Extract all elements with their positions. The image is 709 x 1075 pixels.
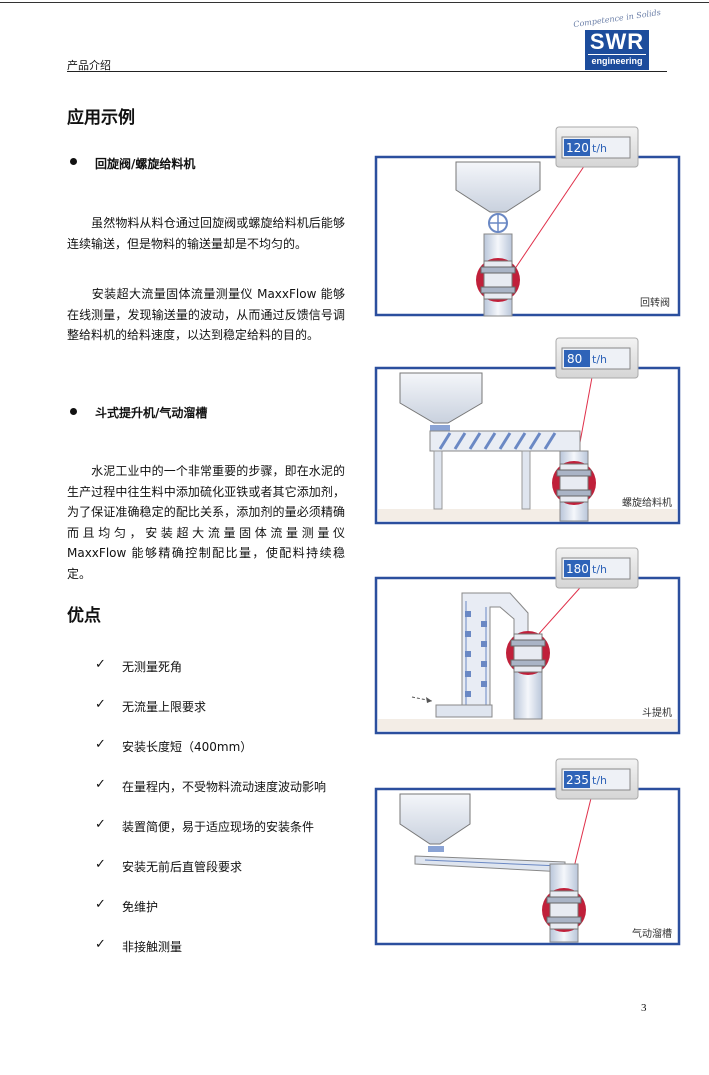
check-icon: ✓	[95, 937, 106, 952]
application-paragraph: 安装超大流量固体流量测量仪 MaxxFlow 能够在线测量，发现输送量的波动，从…	[67, 287, 345, 342]
display-unit: 80 t/h	[555, 337, 639, 379]
display-unit-label: t/h	[592, 353, 607, 366]
application-title-2: 斗式提升机/气动溜槽	[95, 406, 208, 420]
logo-sub-text: engineering	[588, 54, 646, 67]
flowmeter-sensor	[476, 258, 520, 302]
flowmeter-sensor	[542, 888, 586, 932]
diagram-frame	[374, 155, 681, 317]
display-unit-label: t/h	[592, 563, 607, 576]
diagram-caption: 螺旋给料机	[622, 496, 672, 509]
check-icon: ✓	[95, 897, 106, 912]
check-icon: ✓	[95, 817, 106, 832]
application-title-1: 回旋阀/螺旋给料机	[95, 157, 196, 171]
advantages-heading: 优点	[67, 606, 101, 626]
display-unit: 235 t/h	[555, 758, 639, 800]
application-paragraph: 水泥工业中的一个非常重要的步骤，即在水泥的生产过程中往生料中添加硫化亚铁或者其它…	[67, 464, 345, 581]
hopper	[399, 793, 471, 845]
swr-logo: SWR engineering	[585, 30, 649, 70]
display-unit: 180 t/h	[555, 547, 639, 589]
display-value: 120	[566, 141, 589, 155]
header-section-label: 产品介绍	[67, 59, 111, 72]
bullet-dot	[70, 158, 77, 165]
diagram-screw-feeder: 80 t/h 螺旋给料机	[374, 337, 681, 525]
check-icon: ✓	[95, 737, 106, 752]
advantage-item: 免维护	[122, 900, 159, 914]
diagram-air-slide: 235 t/h 气动溜槽	[374, 758, 681, 946]
logo-main-text: SWR	[589, 29, 645, 54]
advantage-item: 安装长度短（400mm）	[122, 740, 253, 754]
floor	[378, 509, 677, 521]
check-icon: ✓	[95, 857, 106, 872]
diagram-bucket-elevator: 180 t/h 斗提机	[374, 547, 681, 735]
application-diagrams: 120 t/h 回转阀 80 t/h	[374, 126, 681, 946]
hopper	[455, 161, 541, 213]
header-rule	[67, 71, 667, 72]
check-icon: ✓	[95, 777, 106, 792]
floor	[378, 719, 677, 731]
display-value: 235	[566, 773, 589, 787]
hopper	[399, 372, 483, 424]
advantage-item: 装置简便，易于适应现场的安装条件	[122, 820, 315, 834]
display-unit-label: t/h	[592, 774, 607, 787]
diagram-rotary-valve: 120 t/h 回转阀	[374, 126, 681, 317]
logo-tagline: Competence in Solids	[572, 7, 662, 30]
advantage-item: 非接触测量	[122, 940, 183, 954]
advantage-item: 无测量死角	[122, 660, 183, 674]
bullet-dot	[70, 408, 77, 415]
signal-line	[501, 149, 596, 289]
check-icon: ✓	[95, 697, 106, 712]
display-value: 80	[567, 352, 582, 366]
flowmeter-sensor	[552, 461, 596, 505]
display-unit: 120 t/h	[555, 126, 639, 168]
diagram-caption: 气动溜槽	[632, 927, 672, 940]
advantage-item: 无流量上限要求	[122, 700, 207, 714]
top-rule	[0, 2, 709, 3]
flowmeter-sensor	[506, 631, 550, 675]
check-icon: ✓	[95, 657, 106, 672]
advantage-item: 在量程内，不受物料流动速度波动影响	[122, 780, 327, 794]
application-paragraph: 虽然物料从料仓通过回旋阀或螺旋给料机后能够连续输送，但是物料的输送量却是不均匀的…	[67, 216, 345, 251]
page-number: 3	[641, 1002, 647, 1014]
display-unit-label: t/h	[592, 142, 607, 155]
diagram-caption: 回转阀	[640, 296, 670, 309]
diagram-caption: 斗提机	[642, 706, 672, 719]
applications-heading: 应用示例	[67, 108, 135, 128]
display-value: 180	[566, 562, 589, 576]
advantage-item: 安装无前后直管段要求	[122, 860, 243, 874]
